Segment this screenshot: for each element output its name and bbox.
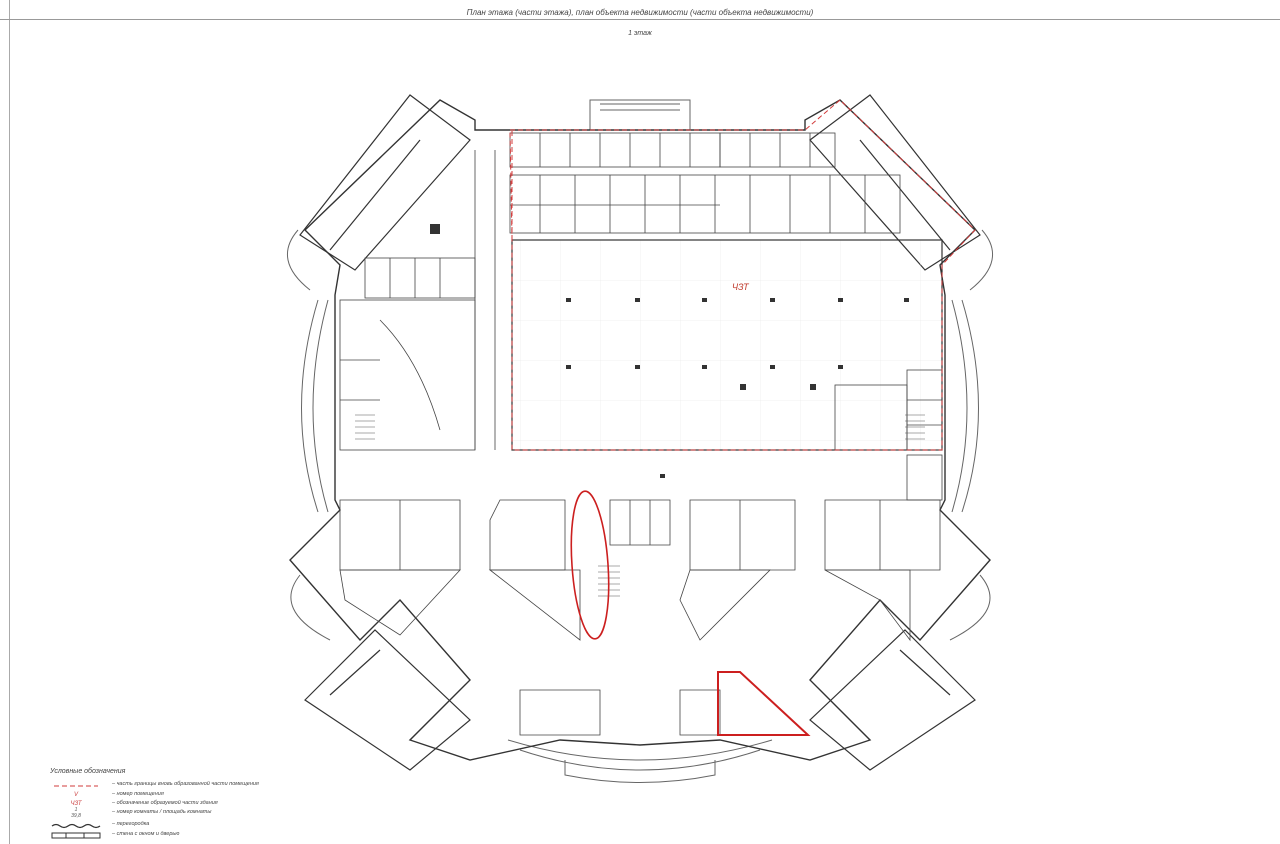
legend-desc-wall: – стена с окном и дверью [112, 831, 180, 837]
side-colonnades [287, 99, 993, 783]
legend-title: Условные обозначения [50, 768, 126, 775]
room-number-symbol: V [50, 791, 102, 800]
legend-item-boundary: – часть границы вновь образованной части… [50, 781, 310, 790]
legend: Условные обозначения – часть границы вно… [50, 768, 310, 844]
legend-item-part-code: ЧЗТ – обозначение образуемой части здани… [50, 800, 310, 809]
wall-line-icon [51, 832, 101, 839]
lower-rooms [339, 499, 941, 736]
legend-item-room-number: V – номер помещения [50, 791, 310, 800]
room-area-symbol: 1 39,8 [50, 807, 102, 819]
top-rooms [509, 132, 901, 234]
partition-line-icon [51, 823, 101, 829]
annotation-ellipse [570, 490, 610, 640]
room-area-symbol-area: 39,8 [71, 813, 81, 819]
corner-wings [299, 94, 981, 771]
columns [430, 224, 909, 478]
header-rule [0, 19, 1280, 20]
part-code-symbol: ЧЗТ [50, 800, 102, 809]
legend-desc-room-number: – номер помещения [112, 791, 164, 797]
legend-desc-partition: – перегородка [112, 821, 150, 827]
part-code-symbol-text: ЧЗТ [70, 801, 82, 807]
dashed-red-line-icon [54, 785, 98, 787]
legend-item-room-area: 1 39,8 – номер комнаты / площадь комнаты [50, 807, 310, 819]
legend-item-partition: – перегородка [50, 821, 310, 830]
left-rooms [339, 150, 496, 451]
room-area-symbol-number: 1 [74, 807, 78, 813]
highlighted-room [717, 671, 811, 736]
left-frame-border [9, 0, 10, 844]
room-number-symbol-text: V [73, 792, 78, 798]
floor-label: 1 этаж [628, 30, 652, 37]
unit-boundary [509, 99, 976, 451]
main-hall [511, 239, 943, 451]
legend-desc-part-code: – обозначение образуемой части здания [112, 800, 218, 806]
legend-item-wall: – стена с окном и дверью [50, 831, 310, 840]
legend-desc-room-area: – номер комнаты / площадь комнаты [112, 809, 212, 815]
legend-desc-boundary: – часть границы вновь образованной части… [112, 781, 259, 787]
unit-label: ЧЗТ [732, 282, 749, 292]
header-title: План этажа (части этажа), план объекта н… [466, 8, 814, 17]
